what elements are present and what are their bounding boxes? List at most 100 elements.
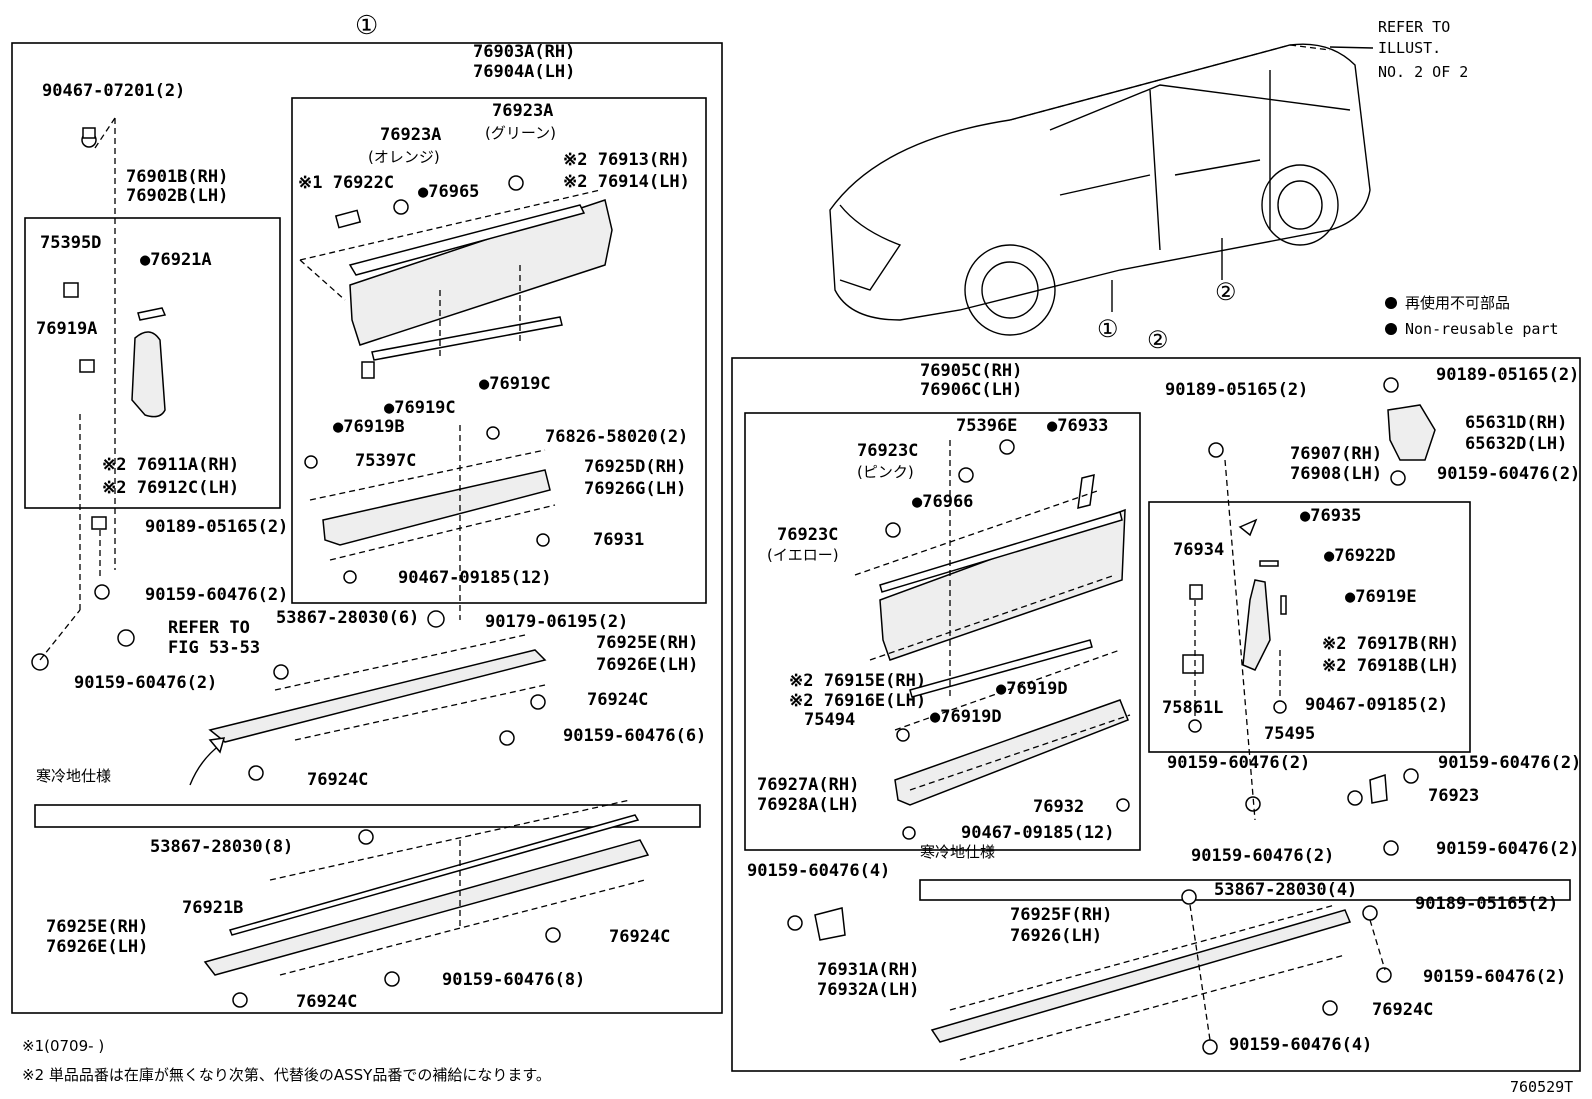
cold-spec-bracket-left bbox=[34, 804, 701, 828]
left-part-label: 76902B(LH) bbox=[126, 186, 228, 206]
refer-note-line-2: ILLUST. bbox=[1378, 39, 1441, 57]
legend-en: Non-reusable part bbox=[1405, 320, 1559, 338]
cold-spec-bracket-right bbox=[919, 879, 1571, 901]
left-part-label: 76924C bbox=[307, 770, 368, 790]
left-part-label: 75397C bbox=[355, 451, 416, 471]
right-part-label: 75396E bbox=[956, 416, 1017, 436]
left-part-label: 90159-60476(2) bbox=[145, 585, 288, 605]
minivan-illustration bbox=[829, 43, 1374, 336]
right-part-label: 90159-60476(2) bbox=[1167, 753, 1310, 773]
left-part-label: ※2 76911A(RH) bbox=[102, 455, 239, 475]
right-part-label: (ピンク) bbox=[857, 463, 914, 481]
left-part-label: ※2 76914(LH) bbox=[563, 172, 690, 192]
right-part-label: 90159-60476(4) bbox=[1229, 1035, 1372, 1055]
car-marker-two: ② bbox=[1215, 278, 1237, 306]
right-part-label: ※2 76915E(RH) bbox=[789, 671, 926, 691]
left-part-label: (グリーン) bbox=[485, 124, 556, 142]
left-part-label: 76924C bbox=[587, 690, 648, 710]
left-part-shapes bbox=[31, 127, 650, 1008]
left-part-label: 90467-09185(12) bbox=[398, 568, 552, 588]
right-part-label: ●76935 bbox=[1300, 506, 1361, 526]
right-part-label: 76907(RH) bbox=[1290, 444, 1382, 464]
right-part-label: 90159-60476(2) bbox=[1437, 464, 1580, 484]
left-part-label: 76925D(RH) bbox=[584, 457, 686, 477]
left-part-label: 76926G(LH) bbox=[584, 479, 686, 499]
refer-fig-line-1: REFER TO bbox=[168, 618, 250, 638]
left-part-label: 76919A bbox=[36, 319, 97, 339]
right-part-label: 90467-09185(12) bbox=[961, 823, 1115, 843]
right-part-label: 75495 bbox=[1264, 724, 1315, 744]
left-part-label: 90159-60476(2) bbox=[74, 673, 217, 693]
right-part-label: 76924C bbox=[1372, 1000, 1433, 1020]
right-part-label: 90159-60476(2) bbox=[1436, 839, 1579, 859]
left-part-label: (オレンジ) bbox=[368, 148, 440, 166]
legend-bullet-icon bbox=[1385, 323, 1397, 335]
right-part-label: 76905C(RH) bbox=[920, 361, 1022, 381]
left-part-label: 90159-60476(8) bbox=[442, 970, 585, 990]
left-part-label: ●76919C bbox=[384, 398, 456, 418]
right-part-label: 76926(LH) bbox=[1010, 926, 1102, 946]
right-part-label: (イエロー) bbox=[767, 546, 839, 564]
left-part-label: 53867-28030(8) bbox=[150, 837, 293, 857]
left-part-label: 76925E(RH) bbox=[46, 917, 148, 937]
left-part-label: 76931 bbox=[593, 530, 644, 550]
diagram-code: 760529T bbox=[1510, 1078, 1573, 1096]
right-part-label: ●76933 bbox=[1047, 416, 1108, 436]
left-part-label: ●76919B bbox=[333, 417, 405, 437]
right-part-label: 76925F(RH) bbox=[1010, 905, 1112, 925]
right-part-label: 65632D(LH) bbox=[1465, 434, 1567, 454]
left-part-label: ●76919C bbox=[479, 374, 551, 394]
left-part-label: 76921B bbox=[182, 898, 243, 918]
right-part-label: 76931A(RH) bbox=[817, 960, 919, 980]
right-part-shapes bbox=[787, 377, 1436, 1055]
right-part-label: ●76966 bbox=[912, 492, 973, 512]
section-one-frame bbox=[11, 42, 723, 1014]
left-part-label: ※2 76912C(LH) bbox=[102, 478, 239, 498]
moulding-subframe-right bbox=[744, 412, 1141, 851]
right-part-label: 53867-28030(4) bbox=[1214, 880, 1357, 900]
refer-fig-line-2: FIG 53-53 bbox=[168, 638, 260, 658]
right-part-label: 90189-05165(2) bbox=[1415, 894, 1558, 914]
right-part-label: ●76922D bbox=[1324, 546, 1396, 566]
right-part-label: ●76919D bbox=[930, 707, 1002, 727]
garnish-subframe-right bbox=[1148, 501, 1471, 753]
right-part-label: 76923C bbox=[857, 441, 918, 461]
right-part-label: 76908(LH) bbox=[1290, 464, 1382, 484]
right-part-label: 90189-05165(2) bbox=[1165, 380, 1308, 400]
left-part-label: 76924C bbox=[609, 927, 670, 947]
left-dashed-leaders bbox=[39, 117, 646, 976]
car-marker-one: ① bbox=[1097, 315, 1119, 343]
footnote-2: ※2 単品品番は在庫が無くなり次第、代替後のASSY品番での補給になります。 bbox=[22, 1066, 551, 1084]
left-part-label: 76924C bbox=[296, 992, 357, 1012]
right-part-label: ●76919E bbox=[1345, 587, 1417, 607]
left-part-label: 76926E(LH) bbox=[46, 937, 148, 957]
left-part-label: 90159-60476(6) bbox=[563, 726, 706, 746]
section-one-marker: ① bbox=[355, 11, 378, 41]
right-part-label: ●76919D bbox=[996, 679, 1068, 699]
left-part-label: ●76965 bbox=[418, 182, 479, 202]
left-part-label: 76926E(LH) bbox=[596, 655, 698, 675]
legend-bullet-icon bbox=[1385, 297, 1397, 309]
right-part-label: 75494 bbox=[804, 710, 855, 730]
right-dashed-leaders bbox=[854, 440, 1386, 1061]
left-part-label: 53867-28030(6) bbox=[276, 608, 419, 628]
right-part-label: 76932A(LH) bbox=[817, 980, 919, 1000]
left-part-label: 76826-58020(2) bbox=[545, 427, 688, 447]
right-part-label: 76934 bbox=[1173, 540, 1224, 560]
cold-spec-label-left: 寒冷地仕様 bbox=[36, 767, 111, 785]
legend-ja: 再使用不可部品 bbox=[1405, 294, 1510, 312]
left-part-labels: 90467-07201(2)76901B(RH)76902B(LH)75395D… bbox=[36, 42, 706, 1012]
garnish-subframe-left bbox=[24, 217, 281, 509]
right-part-label: 65631D(RH) bbox=[1465, 413, 1567, 433]
right-part-label: 75861L bbox=[1162, 698, 1223, 718]
section-two-marker: ② bbox=[1147, 326, 1169, 354]
left-part-label: 90189-05165(2) bbox=[145, 517, 288, 537]
right-part-label: 90159-60476(2) bbox=[1191, 846, 1334, 866]
right-part-labels: 76905C(RH)76906C(LH)75396E●7693376923C(ピ… bbox=[747, 361, 1581, 1055]
right-part-label: 90159-60476(2) bbox=[1438, 753, 1581, 773]
right-part-label: 76923 bbox=[1428, 786, 1479, 806]
right-part-label: ※2 76918B(LH) bbox=[1322, 656, 1459, 676]
left-part-label: 90179-06195(2) bbox=[485, 612, 628, 632]
section-two-frame bbox=[731, 357, 1581, 1072]
